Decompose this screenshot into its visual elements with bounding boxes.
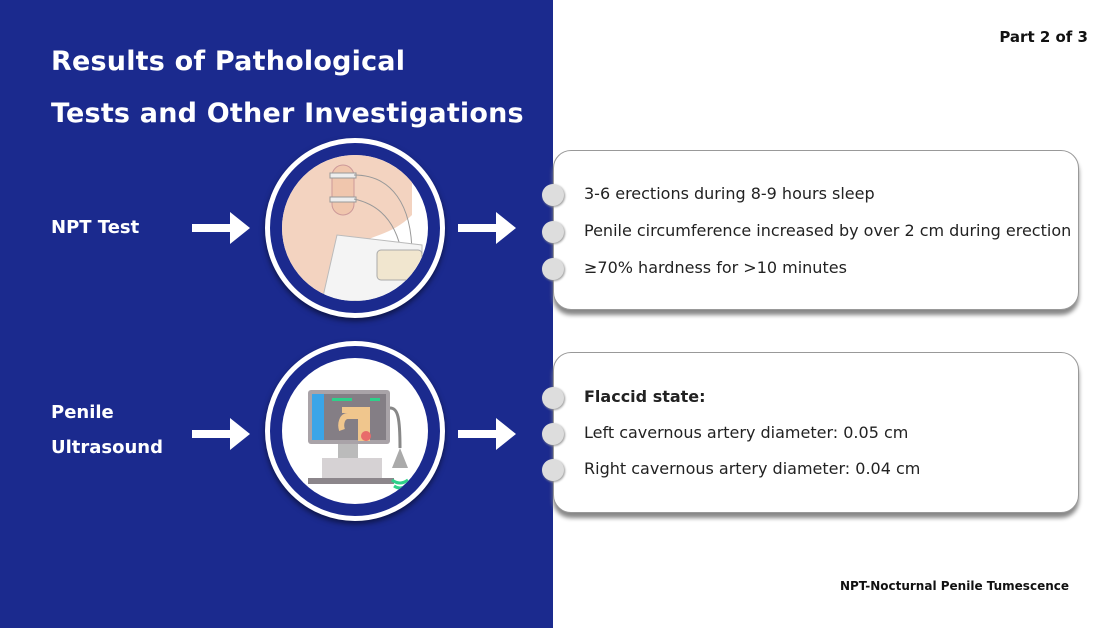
list-item: Flaccid state: <box>542 387 706 409</box>
ultrasound-results-card: Flaccid state: Left cavernous artery dia… <box>542 352 1079 513</box>
arrow-right-icon <box>458 418 516 450</box>
npt-image-frame <box>265 138 445 318</box>
list-item: Left cavernous artery diameter: 0.05 cm <box>542 423 908 445</box>
left-panel <box>0 0 553 628</box>
list-item: ≥70% hardness for >10 minutes <box>542 258 847 280</box>
arrow-right-icon <box>192 418 250 450</box>
bullet-icon <box>542 387 564 409</box>
ultrasound-image-frame <box>265 341 445 521</box>
bullet-icon <box>542 423 564 445</box>
bullet-icon <box>542 184 564 206</box>
npt-device-illustration <box>282 155 423 301</box>
bullet-icon <box>542 258 564 280</box>
ultrasound-machine-icon <box>308 390 409 490</box>
bullet-icon <box>542 459 564 481</box>
npt-test-label: NPT Test <box>51 217 140 238</box>
part-indicator: Part 2 of 3 <box>999 28 1088 46</box>
arrow-right-icon <box>192 212 250 244</box>
list-item: Penile circumference increased by over 2… <box>542 221 1071 243</box>
list-item: Right cavernous artery diameter: 0.04 cm <box>542 459 920 481</box>
npt-results-card: 3-6 erections during 8-9 hours sleep Pen… <box>542 150 1079 310</box>
arrow-right-icon <box>458 212 516 244</box>
list-item: 3-6 erections during 8-9 hours sleep <box>542 184 875 206</box>
bullet-icon <box>542 221 564 243</box>
footnote: NPT-Nocturnal Penile Tumescence <box>839 579 1069 593</box>
